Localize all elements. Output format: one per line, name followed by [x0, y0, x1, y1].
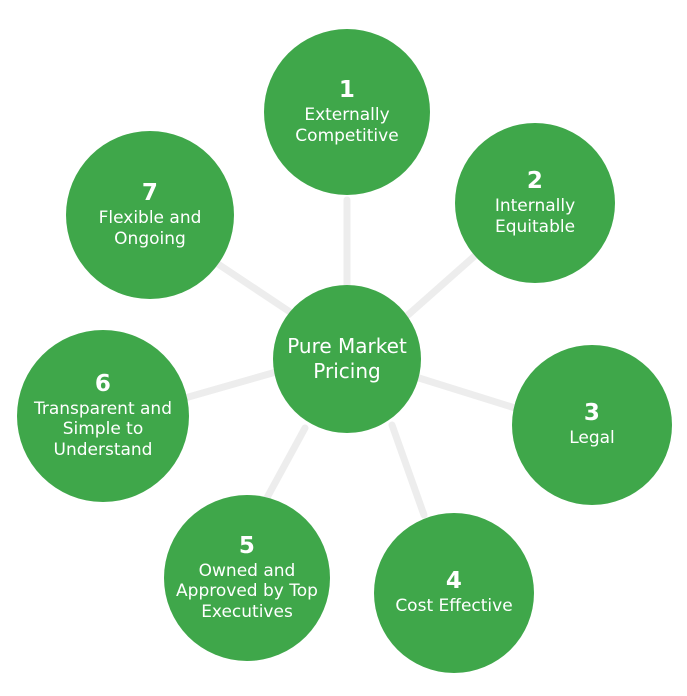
node-5[interactable]: 5 Owned and Approved by Top Executives — [164, 495, 330, 661]
node-4[interactable]: 4 Cost Effective — [374, 513, 534, 673]
center-node-label: Pure Market Pricing — [287, 334, 407, 383]
node-5-number: 5 — [238, 532, 256, 559]
node-7[interactable]: 7 Flexible and Ongoing — [66, 131, 234, 299]
node-4-label: Cost Effective — [395, 596, 513, 617]
node-3-number: 3 — [583, 400, 601, 427]
node-6[interactable]: 6 Transparent and Simple to Understand — [17, 330, 189, 502]
node-6-number: 6 — [94, 370, 112, 397]
connector-center-to-2 — [404, 249, 482, 319]
node-6-label: Transparent and Simple to Understand — [33, 398, 173, 460]
center-node[interactable]: Pure Market Pricing — [273, 285, 421, 433]
node-7-label: Flexible and Ongoing — [98, 208, 202, 249]
node-1-label: Externally Competitive — [295, 105, 399, 146]
node-2[interactable]: 2 Internally Equitable — [455, 123, 615, 283]
node-3-label: Legal — [569, 428, 615, 449]
node-7-number: 7 — [141, 180, 159, 207]
node-1-number: 1 — [338, 77, 356, 104]
node-3[interactable]: 3 Legal — [512, 345, 672, 505]
node-2-number: 2 — [526, 168, 544, 195]
connector-center-to-3 — [415, 374, 519, 412]
node-1[interactable]: 1 Externally Competitive — [264, 29, 430, 195]
connector-center-to-7 — [211, 258, 294, 316]
node-4-number: 4 — [445, 568, 463, 595]
connector-center-to-6 — [181, 368, 280, 402]
connector-center-to-4 — [388, 421, 428, 519]
connector-center-to-5 — [259, 424, 309, 509]
node-5-label: Owned and Approved by Top Executives — [176, 560, 318, 622]
node-2-label: Internally Equitable — [494, 196, 576, 237]
